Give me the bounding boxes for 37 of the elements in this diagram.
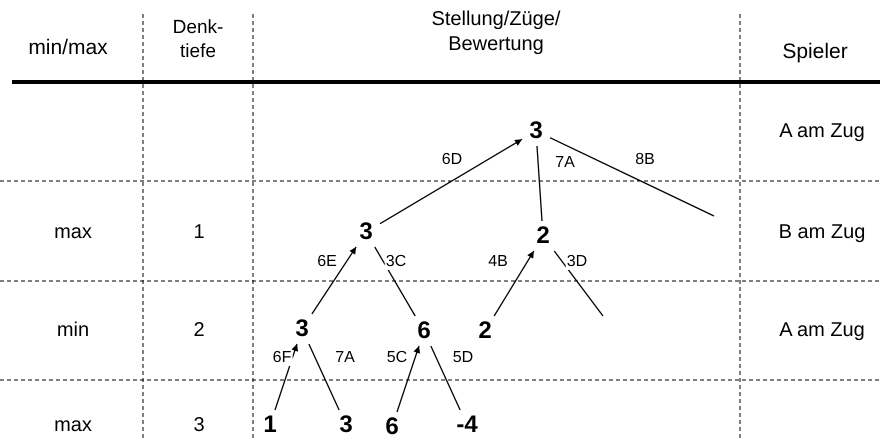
edge-label: 6F [272,350,292,366]
score-value: 3 [335,411,357,438]
connector-line [308,344,340,410]
table-label: max [54,220,92,244]
arrow [311,246,357,314]
score-value: 6 [381,413,403,438]
score-value: 2 [474,317,496,345]
score-value: 1 [259,411,281,438]
connector-line [536,146,543,222]
connector-line [374,246,416,316]
arrow [396,346,420,412]
table-label: min/max [28,34,108,61]
table-label: 3 [193,412,205,438]
score-value: 2 [532,222,554,250]
table-label: Spieler [782,38,848,65]
table-label: 2 [193,318,205,342]
score-value: 6 [413,317,435,345]
connector-line [430,346,461,410]
edge-label: 3D [566,254,588,270]
table-label: max [54,412,92,438]
arrow [380,138,522,224]
arrow [274,344,298,410]
score-value: 3 [525,117,547,145]
score-value: 3 [355,218,377,246]
table-label: A am Zug [779,118,865,144]
table-label: B am Zug [778,220,866,244]
connector-line [550,137,714,217]
table-label: 1 [193,220,205,244]
connector-line [554,250,604,316]
table-label: min [56,318,90,342]
score-value: 3 [291,315,313,343]
score-value: -4 [452,411,482,438]
table-label: A am Zug [779,318,865,342]
table-label: Stellung/Züge/ Bewertung [430,7,562,57]
arrow [494,250,534,316]
edge-label: 3C [384,254,408,270]
table-label: Denk- tiefe [172,16,224,64]
